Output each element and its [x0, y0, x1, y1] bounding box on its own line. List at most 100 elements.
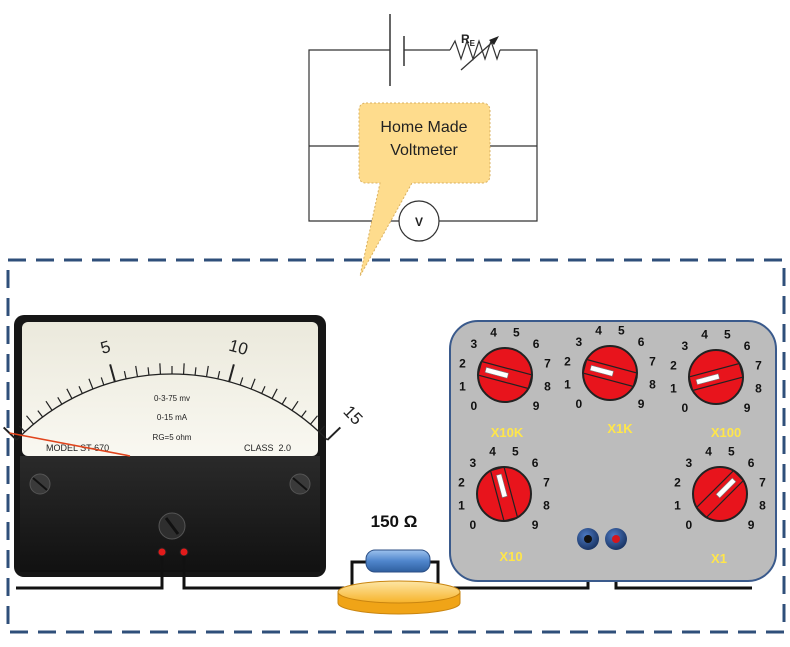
dial-digit: 9	[744, 401, 751, 415]
meter-scale-tick	[205, 365, 209, 377]
dial-digit: 1	[670, 381, 677, 395]
dial-digit: 5	[513, 325, 520, 339]
dial-digit: 4	[490, 325, 497, 339]
dial-digit: 0	[470, 518, 477, 532]
dial-digit: 9	[532, 518, 539, 532]
meter-face	[22, 322, 318, 456]
dial-digit: 6	[532, 456, 539, 470]
analog-meter: 051015 0-3-75 mv 0-15 mA RG=5 ohm MODEL …	[0, 315, 366, 577]
dial-digit: 4	[701, 327, 708, 341]
voltmeter-symbol-label: V	[415, 215, 423, 229]
dashed-enclosure	[6, 258, 786, 634]
meter-scale-tick	[250, 378, 256, 390]
schematic-wire-right	[439, 49, 538, 222]
dial-digit: 3	[471, 337, 478, 351]
meter-screw-right-slot	[292, 477, 308, 491]
dial-digit: 8	[755, 381, 762, 395]
schematic	[308, 14, 538, 242]
meter-zero-adjust-slot	[164, 517, 180, 535]
meter-needle	[9, 432, 131, 457]
resistor-label: 150 Ω	[371, 512, 418, 531]
rheostat-arrowhead	[489, 36, 499, 45]
dial-digit: 7	[649, 355, 656, 369]
dial-digit: 2	[674, 476, 681, 490]
meter-scale-tick	[45, 400, 53, 411]
meter-scale-tick	[26, 415, 35, 425]
dial-digit: 5	[724, 327, 731, 341]
resistor-assembly	[337, 549, 461, 615]
dial-digit: 9	[748, 518, 755, 532]
dial-digit: 9	[533, 399, 540, 413]
meter-spec-line-1: 0-3-75 mv	[154, 394, 190, 403]
dial-pointer-ridge	[688, 362, 744, 392]
dial-label: X1	[711, 551, 727, 566]
callout-line-1: Home Made	[380, 119, 467, 136]
meter-scale-label: 15	[340, 402, 367, 429]
dial-digit: 0	[576, 397, 583, 411]
dial-pointer-indicator	[695, 373, 720, 386]
meter-scale-tick	[109, 364, 116, 382]
dial-pointer-ridge	[477, 360, 533, 390]
dial-pointer-indicator	[484, 366, 509, 379]
dial-digit: 7	[544, 357, 551, 371]
rheostat-arrow	[460, 38, 497, 71]
meter-scale-tick	[147, 367, 150, 376]
schematic-wire-top-left	[308, 49, 399, 222]
meter-scale-tick	[239, 377, 244, 386]
dial-digit: 3	[470, 456, 477, 470]
meter-scale-tick	[228, 364, 235, 382]
meter-scale-tick	[309, 415, 318, 425]
dial-digit: 7	[755, 359, 762, 373]
voltmeter-symbol	[398, 200, 440, 242]
meter-scale-tick	[123, 370, 127, 380]
dial-pointer-ridge	[582, 358, 638, 388]
dial-digit: 0	[471, 399, 478, 413]
dial-digit: 2	[564, 355, 571, 369]
dial-digit: 4	[705, 444, 712, 458]
callout-line-2: Voltmeter	[390, 142, 458, 159]
dial-digit: 3	[576, 335, 583, 349]
dial-digit: 6	[748, 456, 755, 470]
dial-digit: 5	[618, 323, 625, 337]
resistor-body	[365, 549, 431, 573]
meter-scale-tick	[300, 410, 307, 418]
meter-scale-tick	[326, 426, 342, 441]
meter-scale-tick	[159, 363, 162, 375]
meter-terminal-negative[interactable]	[157, 547, 167, 557]
dial-digit: 7	[759, 476, 766, 490]
dial-pointer-ridge	[489, 466, 519, 522]
wire-left	[16, 556, 164, 590]
meter-scale-tick	[217, 370, 221, 380]
meter-scale-tick	[37, 410, 44, 418]
meter-scale-tick	[57, 397, 63, 405]
meter-terminal-positive[interactable]	[179, 547, 189, 557]
dial-digit: 8	[759, 498, 766, 512]
dial-pointer-indicator	[495, 473, 508, 498]
meter-scale-tick	[78, 385, 83, 394]
dial-digit: 5	[728, 444, 735, 458]
dial-digit: 3	[682, 339, 689, 353]
dial-digit: 4	[489, 444, 496, 458]
dial-digit: 2	[458, 476, 465, 490]
meter-class: CLASS 2.0	[244, 443, 291, 453]
meter-scale-tick	[182, 363, 185, 375]
dial-digit: 9	[638, 397, 645, 411]
meter-scale-label: 0	[0, 405, 1, 425]
meter-spec-line-2: 0-15 mA	[157, 413, 188, 422]
dial-digit: 2	[670, 359, 677, 373]
meter-scale-arc	[16, 373, 328, 441]
meter-scale-tick	[318, 425, 326, 433]
meter-scale-tick	[194, 367, 197, 376]
meter-scale-tick	[88, 378, 94, 390]
meter-scale-tick	[291, 400, 299, 411]
dial-digit: 2	[459, 357, 466, 371]
dial-digit: 1	[459, 379, 466, 393]
dial-pointer-indicator	[715, 477, 737, 499]
dial-digit: 8	[649, 377, 656, 391]
